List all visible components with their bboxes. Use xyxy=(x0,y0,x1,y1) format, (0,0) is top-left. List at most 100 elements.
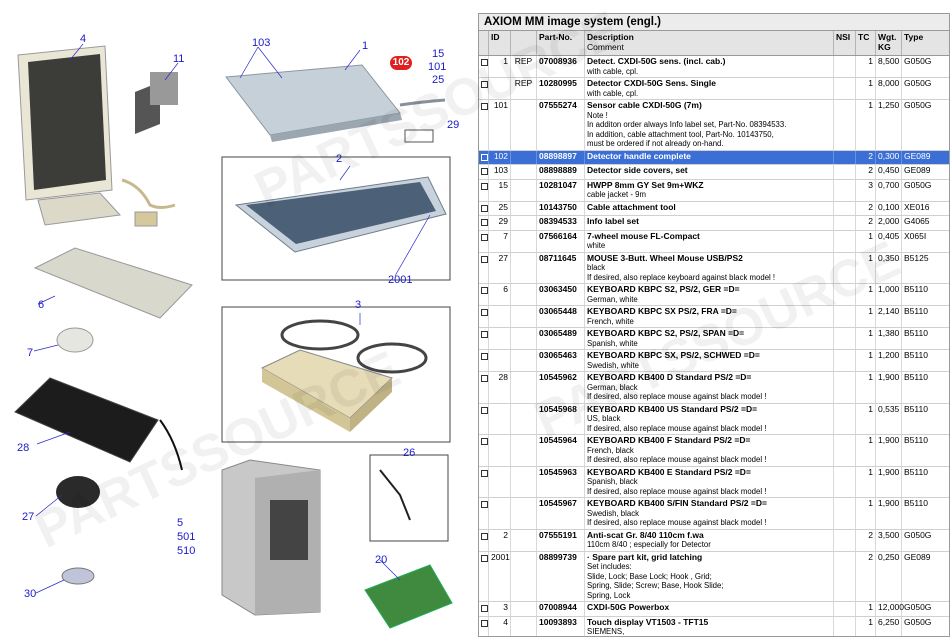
row-part-no: 08898889 xyxy=(537,165,585,179)
row-checkbox-cell[interactable] xyxy=(479,201,489,215)
row-rep: REP xyxy=(511,56,537,77)
row-description: KEYBOARD KBPC SX PS/2, FRA =D= xyxy=(587,306,737,316)
row-checkbox-cell[interactable] xyxy=(479,498,489,529)
row-rep xyxy=(511,435,537,466)
row-checkbox-cell[interactable] xyxy=(479,435,489,466)
row-checkbox[interactable] xyxy=(481,168,488,175)
header-type[interactable]: Type xyxy=(904,32,924,42)
header-id[interactable]: ID xyxy=(489,31,511,55)
row-checkbox[interactable] xyxy=(481,287,488,294)
row-checkbox-cell[interactable] xyxy=(479,616,489,636)
row-checkbox[interactable] xyxy=(481,353,488,360)
row-weight: 8,000 xyxy=(876,78,902,99)
row-checkbox[interactable] xyxy=(481,204,488,212)
row-id: 7 xyxy=(489,230,511,252)
row-checkbox-cell[interactable] xyxy=(479,602,489,616)
row-checkbox-cell[interactable] xyxy=(479,150,489,164)
row-checkbox-cell[interactable] xyxy=(479,230,489,252)
row-checkbox-cell[interactable] xyxy=(479,529,489,551)
row-checkbox-cell[interactable] xyxy=(479,328,489,349)
row-checkbox-cell[interactable] xyxy=(479,179,489,201)
row-checkbox[interactable] xyxy=(481,309,488,316)
row-checkbox[interactable] xyxy=(481,255,488,263)
row-checkbox-cell[interactable] xyxy=(479,284,489,305)
header-weight[interactable]: Wgt. KG xyxy=(876,31,902,55)
row-checkbox-cell[interactable] xyxy=(479,56,489,77)
header-part-no[interactable]: Part-No. xyxy=(537,31,585,55)
row-checkbox[interactable] xyxy=(481,182,488,190)
row-checkbox[interactable] xyxy=(481,81,488,88)
row-checkbox-cell[interactable] xyxy=(479,372,489,403)
row-checkbox-cell[interactable] xyxy=(479,216,489,230)
row-type: B5110 xyxy=(904,372,928,382)
row-nsi xyxy=(834,306,856,327)
row-checkbox-cell[interactable] xyxy=(479,78,489,99)
row-checkbox[interactable] xyxy=(481,554,488,562)
row-checkbox-cell[interactable] xyxy=(479,551,489,601)
row-type: G050G xyxy=(904,78,932,88)
row-checkbox[interactable] xyxy=(481,605,488,612)
row-part-no: 03065489 xyxy=(537,328,585,349)
panel-title: AXIOM MM image system (engl.) xyxy=(479,14,949,31)
row-description-cell: KEYBOARD KB400 D Standard PS/2 =D=German… xyxy=(585,372,834,403)
row-checkbox-cell[interactable] xyxy=(479,306,489,327)
row-comment: If desired, also replace mouse against b… xyxy=(587,423,767,433)
row-tc: 1 xyxy=(856,466,876,497)
row-checkbox[interactable] xyxy=(481,501,488,508)
row-checkbox[interactable] xyxy=(481,219,488,226)
row-checkbox-cell[interactable] xyxy=(479,350,489,371)
row-checkbox-cell[interactable] xyxy=(479,466,489,497)
row-checkbox[interactable] xyxy=(481,406,488,414)
row-checkbox[interactable] xyxy=(481,532,488,540)
row-checkbox-cell[interactable] xyxy=(479,165,489,179)
row-checkbox[interactable] xyxy=(481,375,488,382)
row-checkbox[interactable] xyxy=(481,59,488,66)
table-header: ID Part-No. Description Comment NSI TC W… xyxy=(479,31,949,56)
row-rep xyxy=(511,551,537,601)
row-description: MOUSE 3-Butt. Wheel Mouse USB/PS2 xyxy=(587,252,743,263)
row-checkbox[interactable] xyxy=(481,103,488,110)
header-description[interactable]: Description Comment xyxy=(585,31,834,55)
row-checkbox-cell[interactable] xyxy=(479,252,489,283)
row-checkbox[interactable] xyxy=(481,438,488,445)
row-tc: 1 xyxy=(856,78,876,99)
row-comment: SIEMENS, xyxy=(587,627,625,636)
row-checkbox-cell[interactable] xyxy=(479,100,489,150)
row-description: KEYBOARD KBPC S2, PS/2, GER =D= xyxy=(587,284,740,294)
row-checkbox[interactable] xyxy=(481,153,488,161)
row-checkbox[interactable] xyxy=(481,619,488,627)
row-type: B5110 xyxy=(904,350,928,360)
header-nsi[interactable]: NSI xyxy=(834,31,856,55)
row-checkbox[interactable] xyxy=(481,233,488,241)
header-tc[interactable]: TC xyxy=(856,31,876,55)
row-weight: 1,250 xyxy=(876,100,902,150)
row-checkbox[interactable] xyxy=(481,331,488,338)
row-checkbox-cell[interactable] xyxy=(479,403,489,434)
row-description-cell: KEYBOARD KBPC SX PS/2, FRA =D=French, wh… xyxy=(585,306,834,327)
row-checkbox[interactable] xyxy=(481,469,488,477)
